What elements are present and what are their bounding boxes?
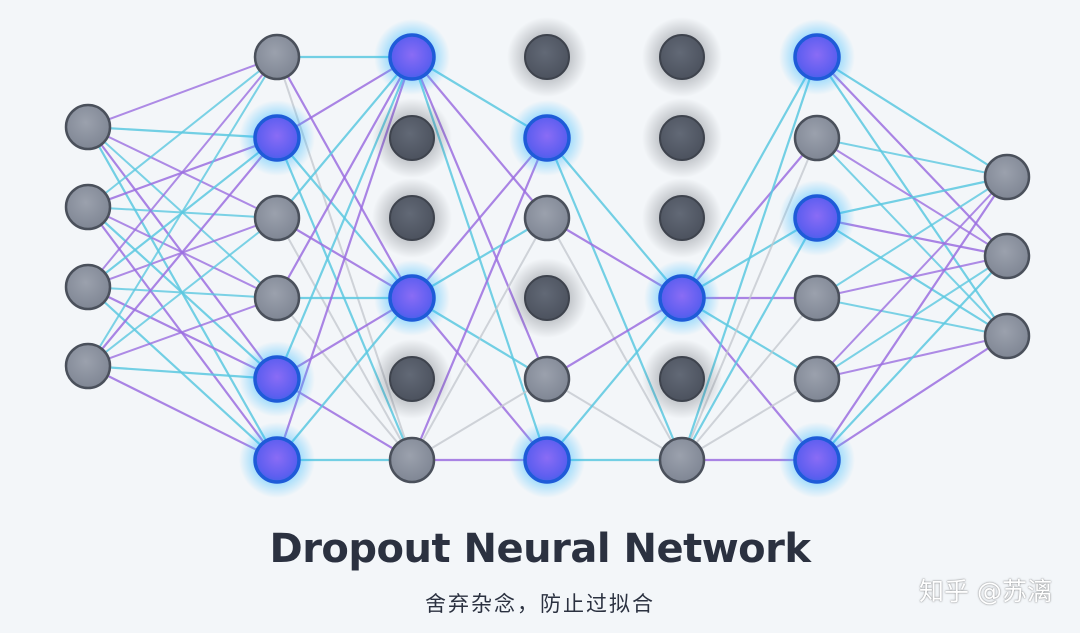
- node-hidden-4-1-dropped: [642, 17, 722, 97]
- node-output-3-inactive: [983, 312, 1031, 360]
- node-input-1-inactive: [64, 103, 112, 151]
- edge-l4-n3-to-n0: [681, 56, 818, 299]
- edge-l4-n5-to-n3: [681, 297, 818, 461]
- node-hidden-3-2-active: [509, 100, 585, 176]
- node-input-4-inactive: [64, 342, 112, 390]
- node-hidden-5-6-active: [779, 422, 855, 498]
- node-hidden-5-1-active: [779, 19, 855, 95]
- node-hidden-1-3-inactive: [253, 194, 301, 242]
- node-hidden-5-4-inactive: [793, 274, 841, 322]
- edge-l0-n1-to-n0: [87, 56, 278, 208]
- node-hidden-2-3-dropped: [372, 178, 452, 258]
- edge-l5-n5-to-n0: [816, 176, 1008, 461]
- node-hidden-5-2-inactive: [793, 114, 841, 162]
- edge-l0-n0-to-n0: [87, 56, 278, 128]
- edge-l5-n4-to-n0: [816, 176, 1008, 380]
- node-hidden-2-4-active: [374, 260, 450, 336]
- node-hidden-1-1-inactive: [253, 33, 301, 81]
- edge-l1-n3-to-n0: [276, 56, 413, 299]
- node-hidden-1-2-active: [239, 100, 315, 176]
- diagram-subtitle: 舍弃杂念，防止过拟合: [425, 592, 655, 616]
- node-hidden-4-6-inactive: [658, 436, 706, 484]
- node-hidden-4-5-dropped: [642, 339, 722, 419]
- edge-l0-n3-to-n0: [87, 56, 278, 367]
- watermark: 知乎 @苏漓: [919, 577, 1052, 606]
- node-hidden-3-5-inactive: [523, 355, 571, 403]
- node-output-1-inactive: [983, 153, 1031, 201]
- edge-l5-n5-to-n1: [816, 255, 1008, 461]
- edge-l4-n5-to-n4: [681, 378, 818, 461]
- edge-l2-n5-to-n2: [411, 217, 548, 461]
- node-hidden-3-1-dropped: [507, 17, 587, 97]
- node-hidden-1-6-active: [239, 422, 315, 498]
- node-hidden-2-2-dropped: [372, 98, 452, 178]
- node-hidden-3-4-dropped: [507, 258, 587, 338]
- node-hidden-2-5-dropped: [372, 339, 452, 419]
- edge-l0-n2-to-n0: [87, 56, 278, 288]
- edge-l3-n4-to-n5: [546, 378, 683, 461]
- edge-l0-n3-to-n3: [87, 297, 278, 367]
- node-hidden-4-4-active: [644, 260, 720, 336]
- edge-l5-n3-to-n0: [816, 176, 1008, 299]
- node-hidden-1-5-active: [239, 341, 315, 417]
- edge-l0-n3-to-n2: [87, 217, 278, 367]
- edge-l5-n1-to-n0: [816, 137, 1008, 178]
- node-hidden-1-4-inactive: [253, 274, 301, 322]
- node-hidden-5-3-active: [779, 180, 855, 256]
- node-hidden-4-2-dropped: [642, 98, 722, 178]
- node-hidden-4-3-dropped: [642, 178, 722, 258]
- node-hidden-5-5-inactive: [793, 355, 841, 403]
- diagram-title: Dropout Neural Network: [269, 526, 811, 572]
- node-hidden-3-3-inactive: [523, 194, 571, 242]
- node-hidden-2-6-inactive: [388, 436, 436, 484]
- node-output-2-inactive: [983, 232, 1031, 280]
- node-input-2-inactive: [64, 183, 112, 231]
- node-hidden-3-6-active: [509, 422, 585, 498]
- edge-l4-n5-to-n2: [681, 217, 818, 461]
- nodes-layer: [64, 17, 1031, 498]
- edge-l2-n5-to-n4: [411, 378, 548, 461]
- node-input-3-inactive: [64, 263, 112, 311]
- edge-l0-n3-to-n1: [87, 137, 278, 367]
- node-hidden-2-1-active: [374, 19, 450, 95]
